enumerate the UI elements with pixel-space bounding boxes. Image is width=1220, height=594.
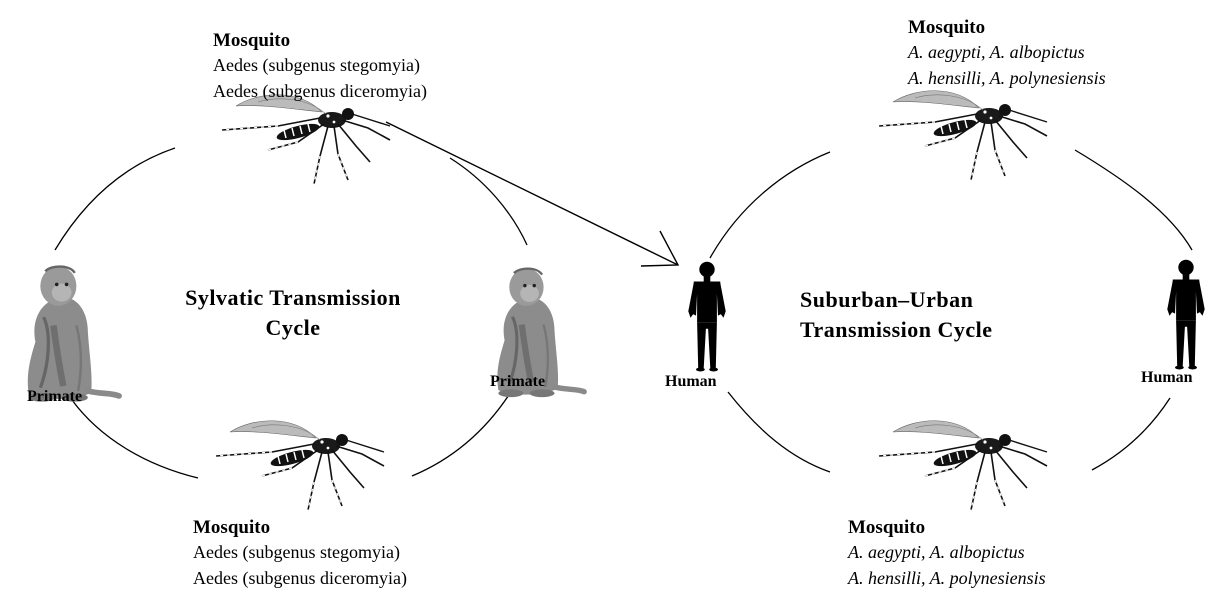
sylvatic-title-line2: Cycle: [128, 313, 458, 343]
arc-urban-left-bottom: [728, 392, 830, 472]
mosquito-icon: [879, 91, 1047, 180]
human-silhouette-icon: [1167, 260, 1204, 370]
mosquito-species-line: Aedes (subgenus diceromyia): [213, 78, 427, 104]
mosquito-icon: [216, 421, 384, 510]
mosquito-icon: [222, 95, 390, 184]
mosquito-species-line: A. aegypti, A. albopictus: [908, 39, 1106, 65]
mosquito-heading: Mosquito: [908, 17, 1106, 39]
mosquito-species-line: A. hensilli, A. polynesiensis: [908, 65, 1106, 91]
human-silhouette-icon: [688, 262, 725, 372]
mosquito-species-line: Aedes (subgenus diceromyia): [193, 565, 407, 591]
arc-urban-right-bottom: [1092, 398, 1170, 470]
sylvatic-top-mosquito-label: Mosquito Aedes (subgenus stegomyia) Aede…: [213, 30, 427, 104]
urban-bottom-mosquito-label: Mosquito A. aegypti, A. albopictus A. he…: [848, 517, 1046, 591]
urban-title-line2: Transmission Cycle: [800, 315, 1090, 345]
human-right-label: Human: [1141, 369, 1193, 387]
primate-icon: [28, 266, 119, 401]
arc-right-bottom: [412, 382, 517, 476]
primate-right-label: Primate: [490, 373, 545, 391]
mosquito-heading: Mosquito: [213, 30, 427, 52]
mosquito-species-line: A. hensilli, A. polynesiensis: [848, 565, 1046, 591]
mosquito-species-line: Aedes (subgenus stegomyia): [213, 52, 427, 78]
sylvatic-title-line1: Sylvatic Transmission: [128, 283, 458, 313]
mosquito-icon: [879, 421, 1047, 510]
urban-title-line1: Suburban–Urban: [800, 285, 1090, 315]
arc-left-bottom: [72, 400, 198, 478]
arc-urban-left-top: [710, 152, 830, 258]
sylvatic-bottom-mosquito-label: Mosquito Aedes (subgenus stegomyia) Aede…: [193, 517, 407, 591]
arc-urban-right-top: [1075, 150, 1192, 250]
primate-left-label: Primate: [27, 388, 82, 406]
mosquito-species-line: A. aegypti, A. albopictus: [848, 539, 1046, 565]
arc-right-top: [450, 158, 527, 245]
crossover-arrow: [386, 122, 678, 266]
urban-cycle-title: Suburban–Urban Transmission Cycle: [800, 285, 1090, 345]
mosquito-heading: Mosquito: [193, 517, 407, 539]
human-left-label: Human: [665, 373, 717, 391]
arc-left-top: [55, 148, 175, 250]
urban-top-mosquito-label: Mosquito A. aegypti, A. albopictus A. he…: [908, 17, 1106, 91]
sylvatic-cycle-title: Sylvatic Transmission Cycle: [128, 283, 458, 343]
mosquito-heading: Mosquito: [848, 517, 1046, 539]
mosquito-species-line: Aedes (subgenus stegomyia): [193, 539, 407, 565]
